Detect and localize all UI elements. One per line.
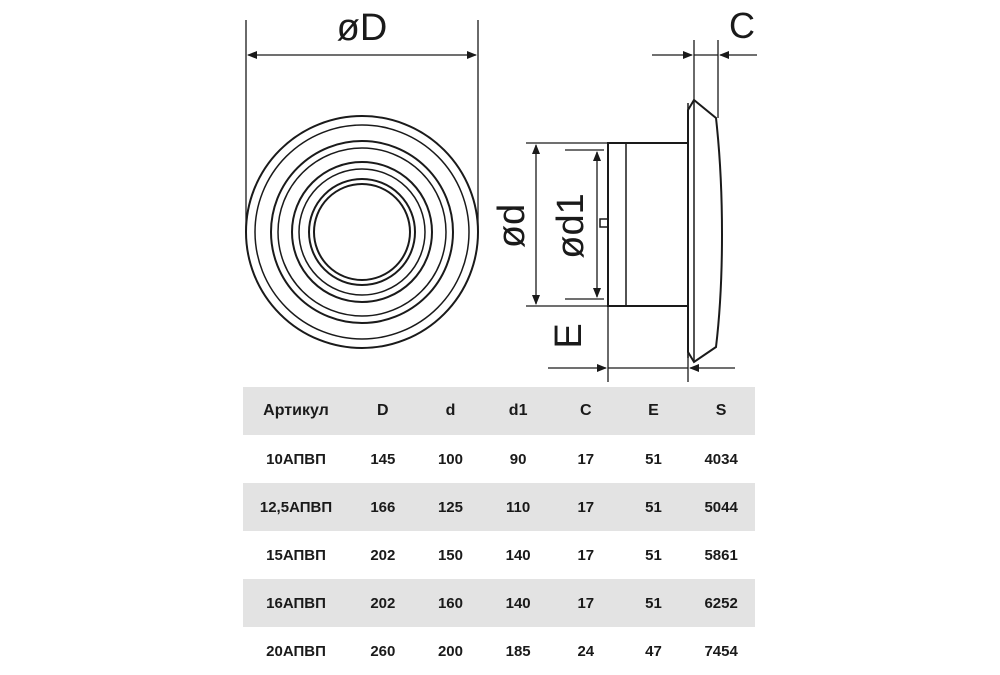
cell-D: 260 [370, 642, 396, 660]
cell-D: 202 [370, 546, 396, 564]
header-C: C [551, 387, 620, 435]
inner-opening-outer [308, 178, 416, 286]
header-E: E [619, 387, 688, 435]
dimension-E-label: E [548, 323, 590, 348]
cell-d: 200 [437, 642, 463, 660]
flange-ring-5 [298, 168, 426, 296]
cell-d: 150 [437, 546, 463, 564]
flange-profile [687, 98, 723, 364]
side-view [599, 98, 723, 364]
flange-ring-4 [291, 161, 433, 303]
cell-S: 5044 [687, 483, 755, 531]
header-D: D [349, 387, 417, 435]
front-view [245, 115, 479, 349]
cell-article: 20АПВП [266, 642, 326, 660]
cell-C: 17 [551, 483, 620, 531]
header-article: Артикул [243, 387, 349, 435]
outer-flange-circle [245, 115, 479, 349]
cell-d1: 90 [509, 450, 527, 468]
flange-ring-3 [277, 147, 447, 317]
cell-article: 15АПВП [266, 546, 326, 564]
table-row: 10АПВП 145 100 90 17 51 4034 [243, 435, 755, 483]
cell-E: 51 [619, 579, 688, 627]
dimension-d1 [565, 149, 604, 300]
cell-C: 17 [577, 450, 595, 468]
cell-d: 125 [416, 483, 485, 531]
cell-S: 4034 [704, 450, 738, 468]
cell-E: 51 [619, 483, 688, 531]
dimension-C-label: C [729, 5, 755, 46]
cell-E: 51 [645, 450, 662, 468]
technical-drawing: øD ød ød1 C E [245, 5, 757, 382]
cell-C: 17 [577, 546, 595, 564]
cell-S: 5861 [704, 546, 738, 564]
dimension-d1-label: ød1 [550, 193, 592, 258]
spigot-body [607, 142, 689, 307]
cell-D: 166 [349, 483, 417, 531]
header-d: d [416, 387, 485, 435]
cell-d1: 140 [484, 579, 552, 627]
cell-C: 24 [577, 642, 595, 660]
dimension-d [526, 142, 608, 307]
table-row: 16АПВП 202 160 140 17 51 6252 [243, 579, 755, 627]
dimension-D-label: øD [337, 7, 388, 49]
cell-d1: 110 [484, 483, 552, 531]
cell-E: 47 [645, 642, 662, 660]
header-d1: d1 [484, 387, 552, 435]
cell-D: 202 [349, 579, 417, 627]
specification-table: Артикул D d d1 C E S 10АПВП 145 100 90 1… [243, 387, 755, 675]
cell-d: 100 [437, 450, 463, 468]
cell-d1: 185 [505, 642, 531, 660]
dimension-d-label: ød [491, 204, 533, 248]
flange-ring-1 [254, 124, 470, 340]
flange-ring-2 [270, 140, 454, 324]
table-header-row: Артикул D d d1 C E S [243, 387, 755, 435]
cell-E: 51 [645, 546, 662, 564]
cell-d1: 140 [505, 546, 531, 564]
dimension-E [548, 306, 735, 382]
cell-article: 10АПВП [266, 450, 326, 468]
table-row: 15АПВП 202 150 140 17 51 5861 [243, 531, 755, 579]
locking-lug [599, 218, 609, 228]
cell-article: 12,5АПВП [243, 483, 349, 531]
cell-S: 6252 [687, 579, 755, 627]
cell-D: 145 [370, 450, 396, 468]
cell-article: 16АПВП [243, 579, 349, 627]
header-S: S [687, 387, 755, 435]
dimension-C [652, 40, 757, 118]
cell-S: 7454 [704, 642, 738, 660]
table-row: 12,5АПВП 166 125 110 17 51 5044 [243, 483, 755, 531]
cell-C: 17 [551, 579, 620, 627]
dimension-D [245, 20, 479, 232]
cell-d: 160 [416, 579, 485, 627]
inner-opening [313, 183, 411, 281]
table-row: 20АПВП 260 200 185 24 47 7454 [243, 627, 755, 675]
